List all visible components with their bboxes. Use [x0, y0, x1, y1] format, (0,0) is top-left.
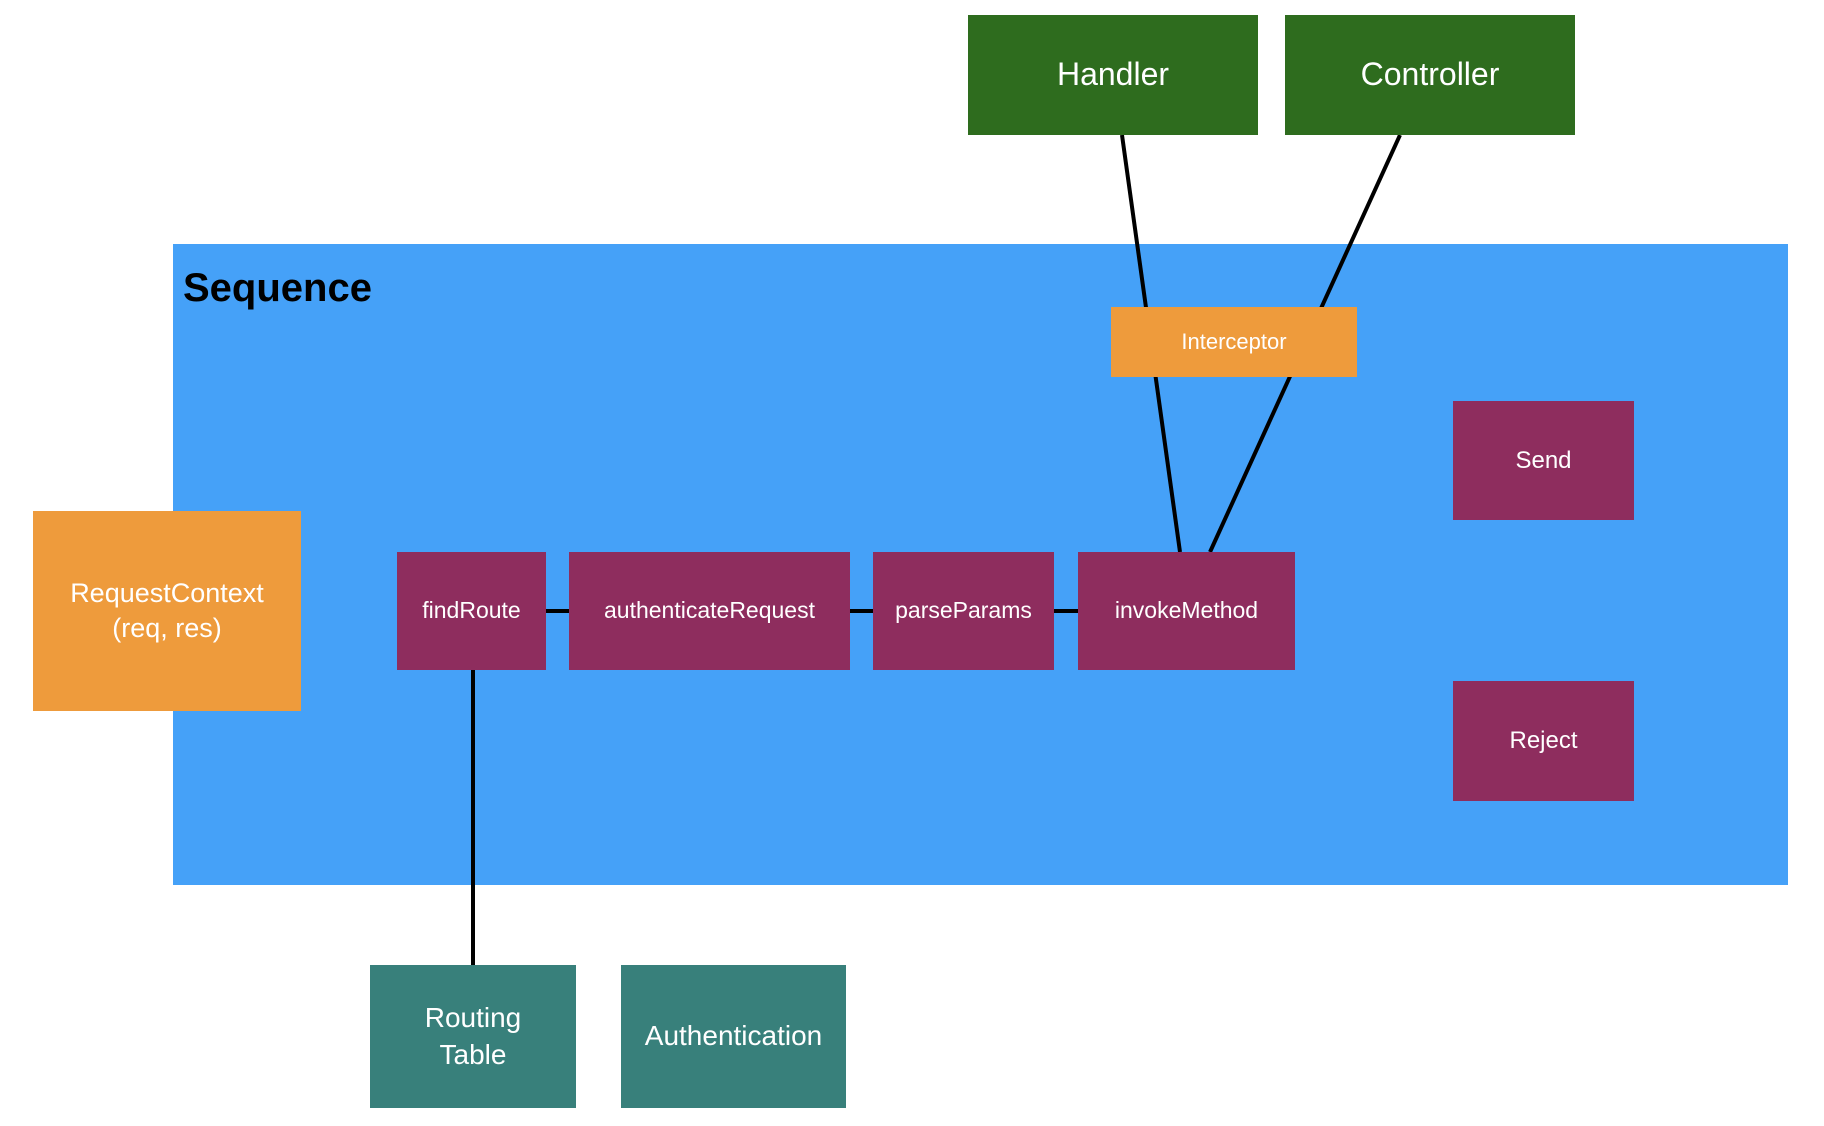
- node-parse-params-label: parseParams: [895, 597, 1032, 624]
- node-handler: Handler: [968, 15, 1258, 135]
- node-interceptor: Interceptor: [1111, 307, 1357, 377]
- node-authentication-label: Authentication: [644, 1020, 823, 1052]
- node-routing-table: Routing Table: [370, 965, 576, 1108]
- node-controller-label: Controller: [1360, 56, 1500, 93]
- node-send: Send: [1453, 401, 1634, 520]
- node-authenticate-request: authenticateRequest: [569, 552, 850, 670]
- node-request-context: RequestContext (req, res): [33, 511, 301, 711]
- node-routing-table-label: Routing Table: [424, 1002, 522, 1070]
- node-handler-label: Handler: [1056, 56, 1170, 93]
- node-find-route-label: findRoute: [422, 597, 521, 624]
- node-invoke-method: invokeMethod: [1078, 552, 1295, 670]
- node-interceptor-label: Interceptor: [1181, 328, 1287, 354]
- node-parse-params: parseParams: [873, 552, 1054, 670]
- node-reject: Reject: [1453, 681, 1634, 801]
- node-controller: Controller: [1285, 15, 1575, 135]
- node-send-label: Send: [1515, 446, 1572, 474]
- node-request-context-label: RequestContext (req, res): [70, 577, 264, 643]
- node-authentication: Authentication: [621, 965, 846, 1108]
- node-invoke-method-label: invokeMethod: [1114, 597, 1259, 624]
- node-reject-label: Reject: [1509, 727, 1578, 755]
- node-authenticate-request-label: authenticateRequest: [604, 597, 815, 624]
- node-find-route: findRoute: [397, 552, 546, 670]
- sequence-title: Sequence: [183, 266, 372, 310]
